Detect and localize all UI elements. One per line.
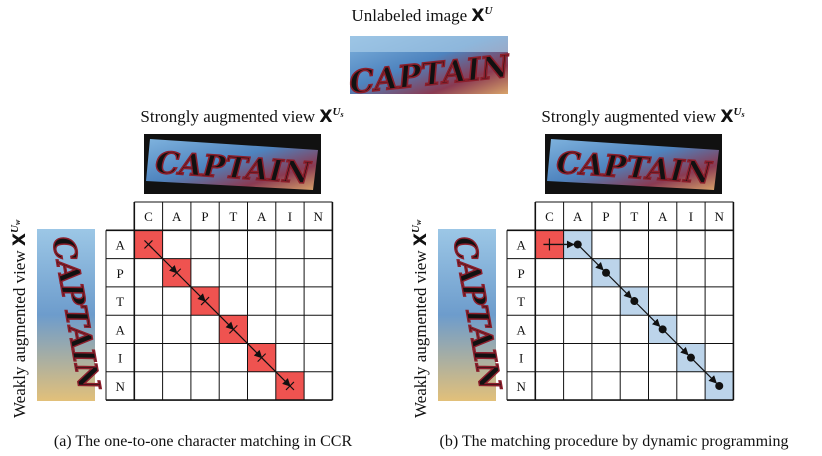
panel-b-strong-image: CAPTAIN bbox=[545, 134, 722, 194]
panel-b-row-label: P bbox=[518, 266, 525, 281]
panel-b-column-label: P bbox=[602, 209, 609, 224]
panel-a: Strongly augmented view XUs CAPTAIN Weak… bbox=[9, 106, 352, 450]
panel-b-path-arrow bbox=[605, 272, 633, 299]
panel-b-row-label: A bbox=[516, 237, 526, 252]
panel-a-path-arrow bbox=[232, 328, 263, 359]
unlabeled-image-title: Unlabeled image XU bbox=[352, 5, 494, 26]
panel-a-row-label: N bbox=[115, 379, 125, 394]
panel-a-caption: (a) The one-to-one character matching in… bbox=[54, 433, 353, 450]
panel-b-row-label: A bbox=[516, 322, 526, 337]
panel-b-column-label: A bbox=[573, 209, 583, 224]
panel-a-column-label: T bbox=[229, 209, 237, 224]
panel-a-row-label: A bbox=[115, 322, 125, 337]
panel-b-row-label: N bbox=[516, 379, 526, 394]
panel-a-row-label: P bbox=[117, 266, 124, 281]
panel-a-column-label: A bbox=[257, 209, 267, 224]
panel-a-path-arrow bbox=[176, 272, 206, 302]
panel-b-caption: (b) The matching procedure by dynamic pr… bbox=[440, 433, 789, 450]
panel-b-path-arrow bbox=[577, 244, 604, 271]
panel-a-cross-marker bbox=[285, 381, 295, 391]
panel-a-strong-image: CAPTAIN bbox=[144, 134, 321, 194]
panel-a-path-arrow bbox=[261, 357, 291, 387]
panel-a-strong-label: Strongly augmented view XUs bbox=[140, 106, 343, 127]
panel-b-path-arrow bbox=[690, 357, 717, 384]
panel-b-column-label: C bbox=[545, 209, 554, 224]
panel-b: Strongly augmented view XUs CAPTAIN Weak… bbox=[410, 106, 788, 450]
panel-a-column-label: N bbox=[314, 209, 324, 224]
panel-a-row-label: A bbox=[115, 237, 125, 252]
panel-a-row-label: I bbox=[118, 351, 122, 366]
panel-a-weak-label: Weakly augmented view XUw bbox=[9, 219, 30, 418]
panel-a-column-label: I bbox=[288, 209, 292, 224]
unlabeled-image: CAPTAIN bbox=[347, 36, 513, 102]
panel-a-column-label: C bbox=[144, 209, 153, 224]
panel-b-column-label: N bbox=[715, 209, 725, 224]
panel-a-row-label: T bbox=[116, 294, 124, 309]
panel-b-path-arrow bbox=[662, 328, 689, 356]
panel-b-row-label: T bbox=[517, 294, 525, 309]
panel-b-weak-image: CAPTAIN bbox=[438, 229, 508, 401]
panel-b-column-label: T bbox=[630, 209, 638, 224]
panel-b-strong-label: Strongly augmented view XUs bbox=[541, 106, 744, 127]
panel-a-column-label: P bbox=[201, 209, 208, 224]
panel-b-column-label: A bbox=[658, 209, 668, 224]
panel-b-dot-marker bbox=[715, 381, 724, 390]
panel-b-row-label: I bbox=[519, 351, 523, 366]
panel-b-path-arrow bbox=[633, 300, 661, 328]
panel-b-column-label: I bbox=[689, 209, 693, 224]
panel-a-path-arrow bbox=[148, 244, 178, 274]
panel-a-column-label: A bbox=[172, 209, 182, 224]
panel-a-weak-image: CAPTAIN bbox=[37, 229, 107, 401]
panel-a-path-arrow bbox=[204, 300, 235, 331]
panel-b-weak-label: Weakly augmented view XUw bbox=[410, 219, 431, 418]
